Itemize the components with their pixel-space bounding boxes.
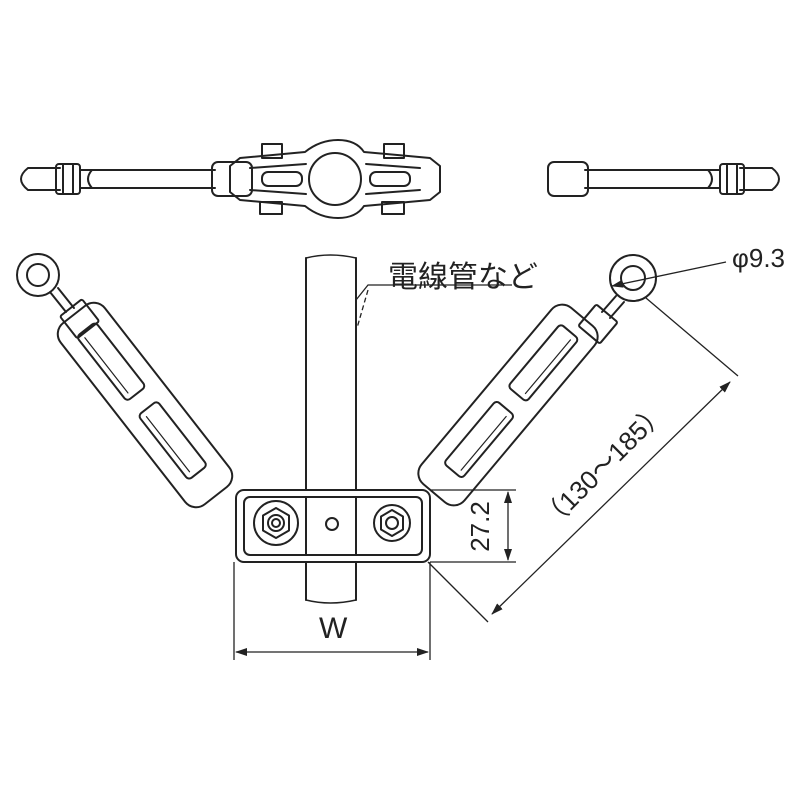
width-label: W — [319, 612, 348, 645]
left-bolt-nut — [262, 507, 290, 539]
top-left-nut — [55, 163, 81, 195]
top-view — [20, 139, 780, 219]
left-bolt-washer — [253, 500, 299, 546]
top-left-buckle — [211, 161, 253, 197]
left-buckle-slot-lower — [138, 401, 207, 480]
clamp-height-label: 27.2 — [464, 501, 495, 552]
top-conduit-section — [308, 152, 362, 206]
left-eye-hole — [26, 263, 50, 287]
length-ext-line-top — [645, 297, 739, 377]
top-left-eye-end — [20, 167, 61, 191]
right-eye-hole — [620, 265, 646, 291]
top-bolt-right — [383, 143, 405, 159]
left-turnbuckle-arm — [16, 253, 234, 509]
right-bolt-nut — [380, 509, 404, 537]
conduit-label: 電線管など — [388, 261, 538, 294]
top-bolt-left — [261, 143, 283, 159]
top-clamp-body — [229, 139, 441, 219]
right-bolt-washer — [373, 504, 411, 542]
clamp-outer — [235, 489, 431, 563]
right-buckle-slot-upper — [508, 324, 579, 402]
eye-diameter-label: φ9.3 — [732, 243, 786, 273]
clamp-center-hole — [325, 517, 339, 531]
clamp-plate — [235, 489, 431, 563]
length-dimension-line — [491, 381, 731, 615]
left-eye-outer — [16, 253, 60, 297]
conduit-leader-dashed — [356, 289, 369, 329]
eye-diameter-leader — [611, 261, 727, 288]
top-right-nut — [719, 163, 745, 195]
top-right-buckle — [547, 161, 589, 197]
left-buckle-frame — [56, 301, 234, 509]
right-buckle-slot-lower — [444, 400, 514, 478]
conduit-leader — [355, 284, 512, 301]
length-ext-line-bottom — [427, 561, 489, 623]
left-buckle-slot-upper — [77, 322, 146, 401]
top-right-eye-end — [739, 167, 780, 191]
right-eye-outer — [609, 254, 657, 302]
